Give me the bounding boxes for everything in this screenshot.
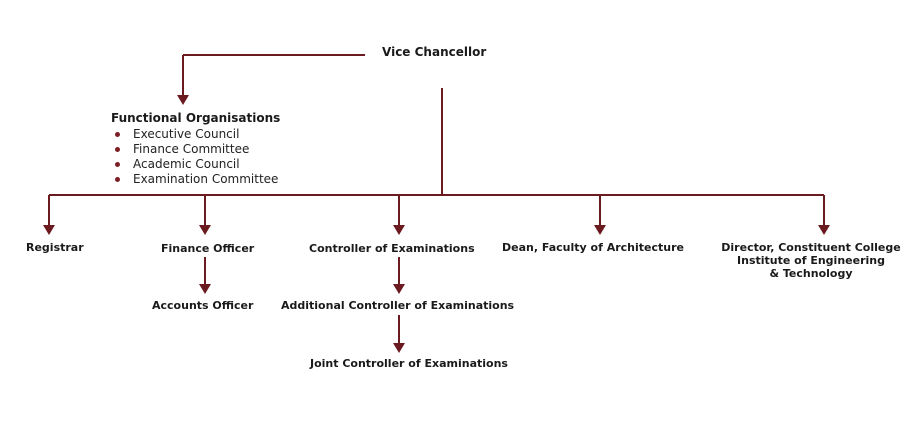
arrowhead-additional-controller bbox=[393, 284, 405, 294]
node-controller-of-examinations: Controller of Examinations bbox=[309, 242, 475, 255]
node-director-constituent-college: Director, Constituent College Institute … bbox=[711, 241, 911, 280]
functional-item-academic-council: Academic Council bbox=[114, 157, 278, 172]
arrowhead-controller bbox=[393, 225, 405, 235]
director-line-1: Director, Constituent College bbox=[721, 241, 901, 254]
arrowhead-finance-officer bbox=[199, 225, 211, 235]
functional-organisations-title: Functional Organisations bbox=[111, 111, 281, 125]
node-dean-architecture: Dean, Faculty of Architecture bbox=[502, 241, 684, 254]
node-accounts-officer: Accounts Officer bbox=[152, 299, 254, 312]
node-vice-chancellor: Vice Chancellor bbox=[382, 45, 487, 59]
node-additional-controller: Additional Controller of Examinations bbox=[281, 299, 515, 312]
functional-item-finance-committee: Finance Committee bbox=[114, 142, 278, 157]
functional-item-examination-committee: Examination Committee bbox=[114, 172, 278, 187]
node-joint-controller: Joint Controller of Examinations bbox=[310, 357, 508, 370]
arrowhead-dean bbox=[594, 225, 606, 235]
arrowhead-accounts-officer bbox=[199, 284, 211, 294]
director-line-3: & Technology bbox=[769, 267, 853, 280]
node-finance-officer: Finance Officer bbox=[161, 242, 255, 255]
node-registrar: Registrar bbox=[26, 241, 84, 254]
arrowhead-joint-controller bbox=[393, 343, 405, 353]
arrowhead-registrar bbox=[43, 225, 55, 235]
arrowhead-functional bbox=[177, 95, 189, 105]
functional-item-executive-council: Executive Council bbox=[114, 127, 278, 142]
director-line-2: Institute of Engineering bbox=[737, 254, 885, 267]
functional-organisations-list: Executive Council Finance Committee Acad… bbox=[114, 127, 278, 187]
arrowhead-director bbox=[818, 225, 830, 235]
